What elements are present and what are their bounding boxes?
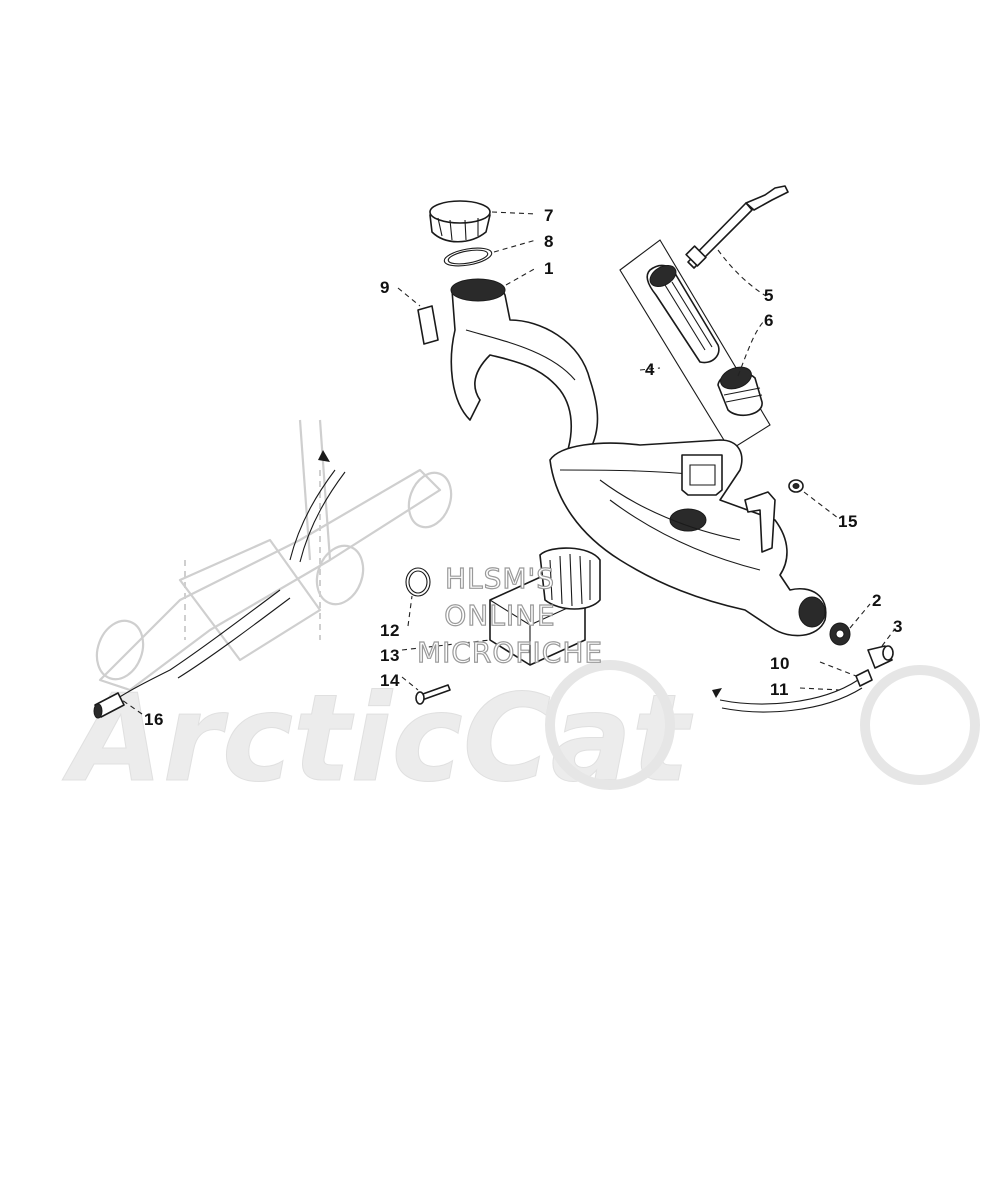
watermark-line-1: HLSM'S — [445, 562, 555, 595]
callout-3: 3 — [893, 617, 903, 636]
filler-neck-1 — [450, 278, 599, 471]
callout-16: 16 — [144, 710, 164, 729]
callout-2: 2 — [872, 591, 882, 610]
callout-14: 14 — [380, 671, 400, 690]
leader-lines — [121, 211, 895, 715]
bushing-2 — [829, 622, 851, 646]
brand-watermark-text: ArcticCat — [62, 670, 694, 809]
hose-clamp-12 — [405, 567, 431, 597]
brand-wheel-icon-2 — [860, 665, 980, 785]
watermark-line-3: MICROFICHE — [417, 636, 603, 669]
callout-13: 13 — [380, 646, 400, 665]
callout-11: 11 — [770, 680, 789, 699]
clamp-10 — [855, 669, 873, 687]
callout-labels: 7 8 1 9 5 6 4 15 2 3 10 11 12 13 14 16 — [144, 206, 903, 729]
callout-7: 7 — [544, 206, 554, 225]
fuel-pump-13 — [489, 547, 601, 666]
screw-14 — [415, 684, 451, 705]
grommet-15 — [788, 479, 804, 493]
fuel-sender-group-4 — [619, 185, 789, 451]
callout-9: 9 — [380, 278, 390, 297]
vent-hose-11 — [712, 679, 863, 713]
fuel-line-arrow-icon — [318, 450, 330, 462]
fuel-line-16 — [93, 469, 346, 719]
fitting-3 — [867, 645, 894, 669]
brand-wheel-icon — [545, 660, 675, 790]
callout-4: 4 — [645, 360, 655, 379]
callout-1: 1 — [544, 259, 554, 278]
brand-watermark: ArcticCat — [62, 660, 980, 810]
decal-9 — [417, 305, 439, 345]
gasket-8 — [443, 247, 493, 267]
callout-12: 12 — [380, 621, 400, 640]
fuel-tank-main — [549, 439, 827, 637]
callout-15: 15 — [838, 512, 858, 531]
gas-cap-7 — [429, 200, 491, 243]
hlsm-watermark: HLSM'S ONLINE MICROFICHE — [416, 561, 603, 669]
callout-6: 6 — [764, 311, 774, 330]
callout-5: 5 — [764, 286, 774, 305]
callout-8: 8 — [544, 232, 554, 251]
watermark-line-2: ONLINE — [444, 599, 555, 632]
vent-hose-arrow-icon — [712, 688, 722, 698]
callout-10: 10 — [770, 654, 790, 673]
